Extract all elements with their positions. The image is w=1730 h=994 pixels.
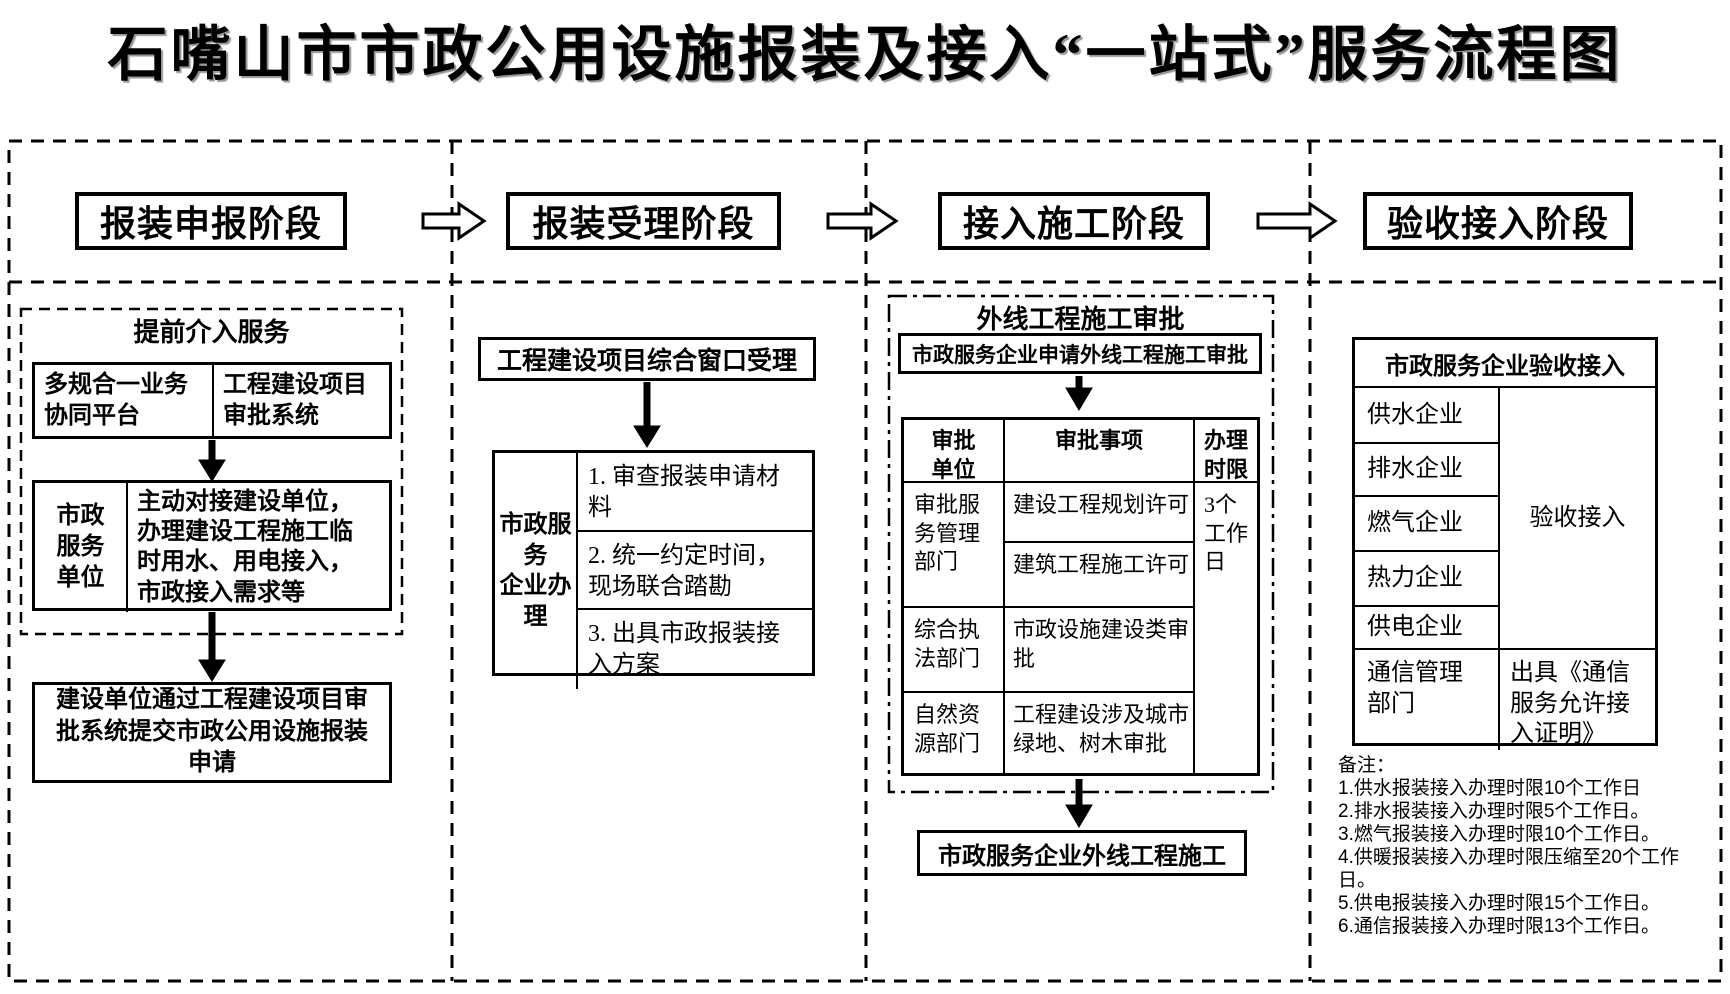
note-item: 1.供水报装接入办理时限10个工作日 xyxy=(1338,778,1641,799)
table-cell-comm-unit: 通信管理 部门 xyxy=(1355,648,1498,750)
table-cell-step: 1. 审查报装申请材 料 xyxy=(576,453,812,530)
arrow-down-icon xyxy=(198,612,226,682)
table-cell-company: 排水企业 xyxy=(1355,442,1498,495)
outside-line-construction-box: 市政服务企业外线工程施工 xyxy=(917,830,1247,876)
note-item: 4.供暖报装接入办理时限压缩至20个工作日。 xyxy=(1338,847,1679,891)
outside-line-approval-title: 外线工程施工审批 xyxy=(976,305,1185,334)
note-item: 5.供电报装接入办理时限15个工作日。 xyxy=(1338,893,1660,914)
table-cell-item: 工程建设涉及城市 绿地、树木审批 xyxy=(1003,691,1193,773)
stage-box-accept: 报装受理阶段 xyxy=(506,192,781,250)
arrow-down-icon xyxy=(1065,779,1093,828)
handling-steps-table: 市政服务 企业办理 1. 审查报装申请材 料 2. 统一约定时间， 现场联合踏勘… xyxy=(492,450,815,690)
table-cell-comm-action: 出具《通信 服务允许接 入证明》 xyxy=(1498,648,1655,751)
table-cell-item: 建设工程规划许可 xyxy=(1003,481,1193,541)
note-item: 3.燃气报装接入办理时限10个工作日。 xyxy=(1338,824,1660,845)
table-cell-actor-tasks: 主动对接建设单位， 办理建设工程施工临 时用水、用电接入， 市政接入需求等 xyxy=(126,483,389,612)
acceptance-table-body: 供水企业 排水企业 燃气企业 热力企业 供电企业 验收接入 通信管理 部门 出具… xyxy=(1355,386,1655,751)
table-cell-handler: 市政服务 企业办理 xyxy=(499,511,572,630)
page-title: 石嘴山市市政公用设施报装及接入“一站式”服务流程图 xyxy=(107,22,1623,88)
stage-box-acceptance: 验收接入阶段 xyxy=(1363,192,1633,250)
notes-title: 备注： xyxy=(1338,755,1396,776)
arrow-right-icon xyxy=(826,201,899,241)
stage-label: 接入施工阶段 xyxy=(962,203,1185,244)
arrow-down-icon xyxy=(198,440,226,482)
table-cell-step: 2. 统一约定时间， 现场联合踏勘 xyxy=(576,530,812,608)
table-header-time: 办理 时限 xyxy=(1193,420,1257,482)
early-service-title: 提前介入服务 xyxy=(133,318,290,347)
table-cell-platform-right: 工程建设项目 审批系统 xyxy=(212,365,389,436)
table-cell-company: 热力企业 xyxy=(1355,550,1498,605)
arrow-right-icon xyxy=(421,201,487,241)
table-header-item: 审批事项 xyxy=(1003,420,1193,481)
platforms-table: 多规合一业务 协同平台 工程建设项目 审批系统 xyxy=(32,362,392,439)
table-cell-time-limit: 3个 工作 日 xyxy=(1193,481,1257,773)
arrow-down-icon xyxy=(633,382,661,448)
table-cell-item: 建筑工程施工许可 xyxy=(1003,541,1193,606)
stage-label: 验收接入阶段 xyxy=(1386,203,1609,244)
stage-box-apply: 报装申报阶段 xyxy=(75,192,347,250)
submit-application-box: 建设单位通过工程建设项目审 批系统提交市政公用设施报装 申请 xyxy=(32,682,392,783)
early-action-table: 市政 服务 单位 主动对接建设单位， 办理建设工程施工临 时用水、用电接入， 市… xyxy=(32,480,392,612)
table-header-acceptance: 市政服务企业验收接入 xyxy=(1385,353,1625,380)
table-cell-platform-left: 多规合一业务 协同平台 xyxy=(44,371,188,429)
apply-outside-line-box: 市政服务企业申请外线工程施工审批 xyxy=(898,333,1262,374)
table-cell-step: 3. 出具市政报装接 入方案 xyxy=(576,608,812,690)
note-item: 2.排水报装接入办理时限5个工作日。 xyxy=(1338,801,1650,822)
note-item: 6.通信报装接入办理时限13个工作日。 xyxy=(1338,916,1660,937)
table-cell-company: 供水企业 xyxy=(1367,401,1463,428)
stage-label: 报装申报阶段 xyxy=(99,203,322,244)
approval-table: 审批 单位 审批事项 办理 时限 审批服 务管理 部门 建设工程规划许可 建筑工… xyxy=(901,417,1260,776)
comprehensive-window-box: 工程建设项目综合窗口受理 xyxy=(478,337,816,381)
notes-block: 备注： 1.供水报装接入办理时限10个工作日 2.排水报装接入办理时限5个工作日… xyxy=(1338,754,1710,938)
table-cell-unit: 审批服 务管理 部门 xyxy=(904,481,1003,606)
arrow-down-icon xyxy=(1065,376,1093,411)
table-cell-accept-access: 验收接入 xyxy=(1498,388,1655,648)
table-header-unit: 审批 单位 xyxy=(931,428,976,482)
table-cell-company: 供电企业 xyxy=(1355,605,1498,648)
table-cell-item: 市政设施建设类审 批 xyxy=(1003,606,1193,691)
stage-label: 报装受理阶段 xyxy=(532,203,755,244)
arrow-right-icon xyxy=(1256,201,1338,241)
acceptance-table: 市政服务企业验收接入 供水企业 排水企业 燃气企业 热力企业 供电企业 验收接入… xyxy=(1352,337,1658,751)
table-cell-company: 燃气企业 xyxy=(1355,495,1498,550)
stage-box-construction: 接入施工阶段 xyxy=(938,192,1210,250)
table-cell-unit: 综合执 法部门 xyxy=(904,606,1003,691)
table-cell-actor: 市政 服务 单位 xyxy=(56,503,105,591)
table-cell-unit: 自然资 源部门 xyxy=(904,691,1003,773)
